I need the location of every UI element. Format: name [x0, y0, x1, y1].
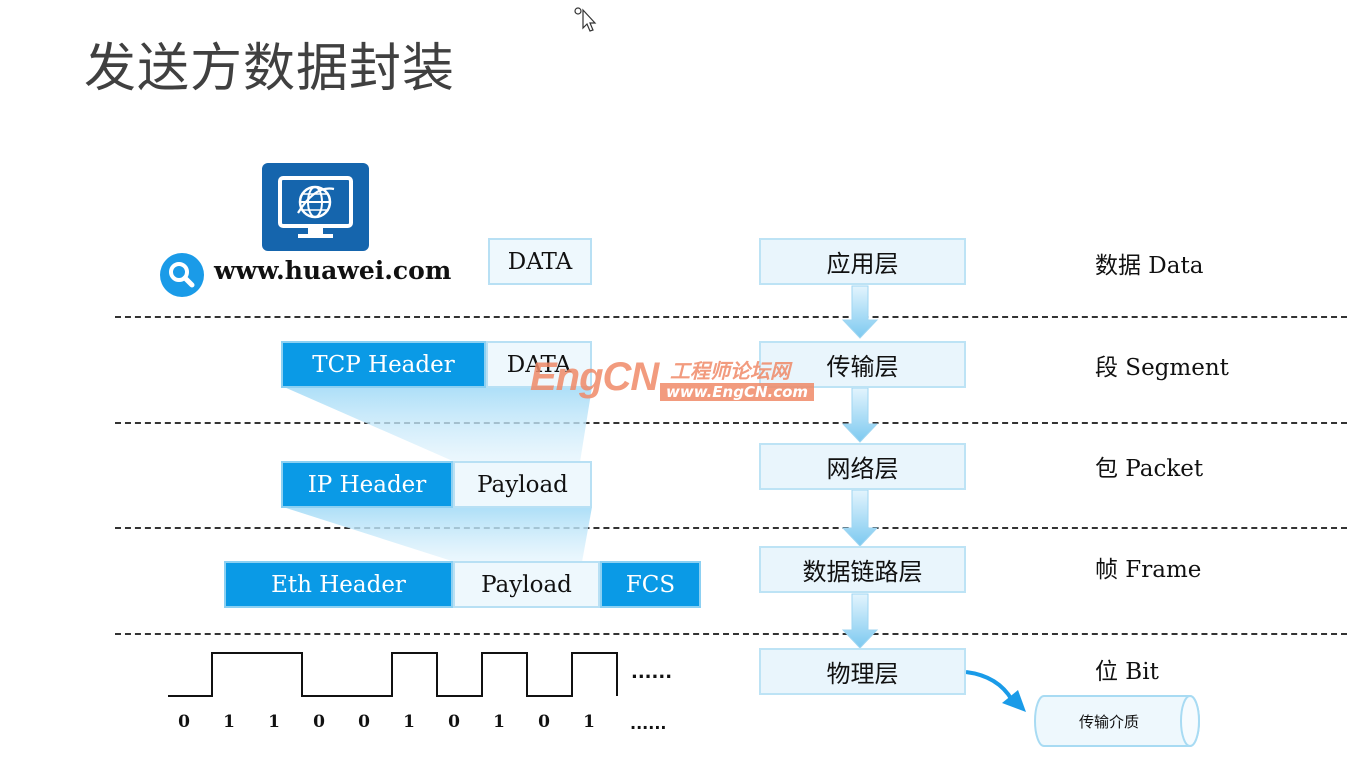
transmission-medium: 传输介质 [1034, 695, 1200, 747]
medium-label: 传输介质 [1078, 712, 1139, 731]
pdu-segment: 段 Segment [1095, 355, 1229, 381]
watermark-logo-text: EngCN [530, 355, 659, 399]
eth-header-box: Eth Header [224, 561, 453, 608]
bit-label: 1 [223, 712, 235, 732]
layer-divider [115, 633, 1347, 635]
pdu-data: 数据 Data [1095, 253, 1204, 279]
app-data-box: DATA [488, 238, 592, 285]
ip-header-box: IP Header [281, 461, 453, 508]
bit-label: 0 [538, 712, 550, 732]
eth-payload-box: Payload [453, 561, 600, 608]
bit-label: 0 [358, 712, 370, 732]
layer-divider [115, 422, 1347, 424]
bit-label: 0 [178, 712, 190, 732]
bit-label: 1 [403, 712, 415, 732]
bit-label: 1 [268, 712, 280, 732]
bit-label: 1 [493, 712, 505, 732]
tcp-header-box: TCP Header [281, 341, 486, 388]
layer-application: 应用层 [759, 238, 966, 285]
bit-label: 1 [583, 712, 595, 732]
bits-ellipsis: ...... [630, 714, 667, 733]
pdu-frame: 帧 Frame [1095, 557, 1202, 583]
layer-transport: 传输层 [759, 341, 966, 388]
layer-physical: 物理层 [759, 648, 966, 695]
bit-label: 0 [313, 712, 325, 732]
bit-label: 0 [448, 712, 460, 732]
fcs-box: FCS [600, 561, 701, 608]
signal-ellipsis: ...... [631, 662, 673, 683]
layer-divider [115, 527, 1347, 529]
page-title: 发送方数据封装 [84, 39, 456, 99]
pdu-packet: 包 Packet [1095, 456, 1204, 482]
layer-network: 网络层 [759, 443, 966, 490]
watermark-name: 工程师论坛网 [670, 359, 790, 383]
engcn-watermark-logo: EngCN 工程师论坛网 www.EngCN.com [530, 355, 830, 405]
ip-payload-box: Payload [453, 461, 592, 508]
cursor-icon [574, 7, 597, 32]
computer-icon [262, 163, 369, 251]
layer-divider [115, 316, 1347, 318]
watermark-site: www.EngCN.com [660, 383, 815, 401]
layer-datalink: 数据链路层 [759, 546, 966, 593]
url-text: www.huawei.com [214, 256, 452, 285]
search-icon [160, 253, 204, 297]
tcp-data-box: DATA [486, 341, 592, 388]
pdu-bit: 位 Bit [1095, 659, 1159, 685]
